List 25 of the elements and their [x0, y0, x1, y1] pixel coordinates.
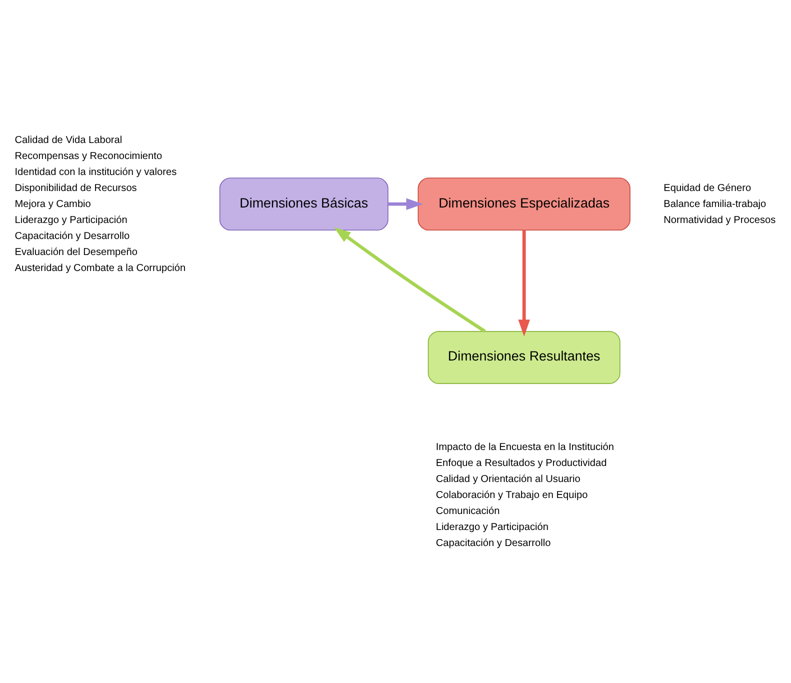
- node-label: Austeridad y Combate a la Corrupción: [14, 262, 186, 274]
- arrow: [518, 230, 530, 336]
- node-label: Capacitación y Desarrollo: [436, 538, 551, 549]
- node-label: Liderazgo y Participación: [14, 215, 128, 226]
- node-label: Impacto de la Encuesta en la Institución: [436, 442, 614, 454]
- arrow: [334, 227, 486, 333]
- node-label: Evaluación del Desempeño: [14, 247, 138, 258]
- node-label: Comunicación: [436, 506, 500, 517]
- node-box: Dimensiones Resultantes: [428, 331, 620, 384]
- node-label: Mejora y Cambio: [14, 199, 91, 210]
- node-label: Colaboración y Trabajo en Equipo: [436, 490, 588, 501]
- node-label: Normatividad y Procesos: [664, 215, 776, 226]
- node-label: Liderazgo y Participación: [436, 522, 548, 533]
- node-label: Balance familia-trabajo: [664, 199, 766, 210]
- node-label: Capacitación y Desarrollo: [14, 231, 130, 242]
- node-label: Equidad de Género: [664, 183, 752, 194]
- node-box: Dimensiones Especializadas: [418, 178, 630, 231]
- node-label: Enfoque a Resultados y Productividad: [436, 458, 607, 469]
- node-label: Disponibilidad de Recursos: [14, 183, 137, 194]
- node-label: Calidad y Orientación al Usuario: [436, 474, 580, 485]
- node-label: Calidad de Vida Laboral: [14, 135, 122, 146]
- node-box: Dimensiones Básicas: [219, 178, 388, 231]
- node-label: Identidad con la institución y valores: [14, 167, 177, 178]
- node-label: Recompensas y Reconocimiento: [14, 151, 162, 162]
- arrow: [388, 198, 424, 210]
